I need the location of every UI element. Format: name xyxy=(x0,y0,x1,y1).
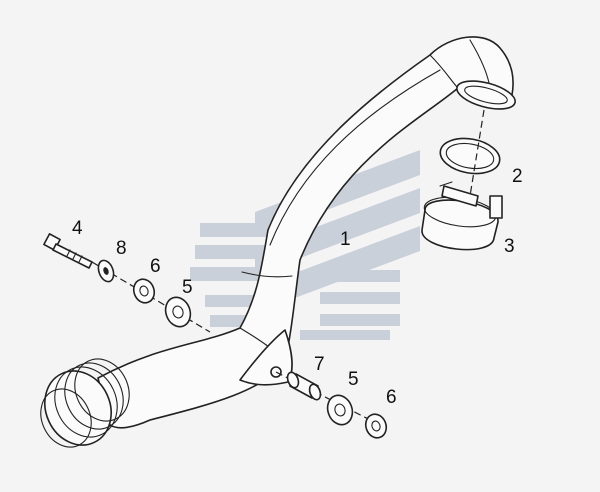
callout-5-lower: 5 xyxy=(348,369,359,390)
callout-1: 1 xyxy=(340,229,351,250)
spacer-part-7 xyxy=(286,371,322,401)
washer-part-6-upper xyxy=(132,278,156,304)
bushing-part-5-lower xyxy=(326,394,354,426)
seal-ring-part-2 xyxy=(439,137,501,175)
bushing-part-5-upper xyxy=(164,296,192,328)
callout-3: 3 xyxy=(504,236,515,257)
callout-5-upper: 5 xyxy=(182,277,193,298)
callout-7: 7 xyxy=(314,354,325,375)
bolt-part-4 xyxy=(43,233,93,269)
callout-8: 8 xyxy=(116,238,127,259)
pipe-part-1 xyxy=(40,36,516,448)
callout-6-lower: 6 xyxy=(386,387,397,408)
washer-part-6-lower xyxy=(364,413,388,439)
callout-6-upper: 6 xyxy=(150,256,161,277)
callout-4: 4 xyxy=(72,218,83,239)
callout-2: 2 xyxy=(512,166,523,187)
assembly-axis-top xyxy=(469,109,485,197)
nut-part-8 xyxy=(97,259,115,283)
band-clamp-part-3 xyxy=(421,181,503,251)
